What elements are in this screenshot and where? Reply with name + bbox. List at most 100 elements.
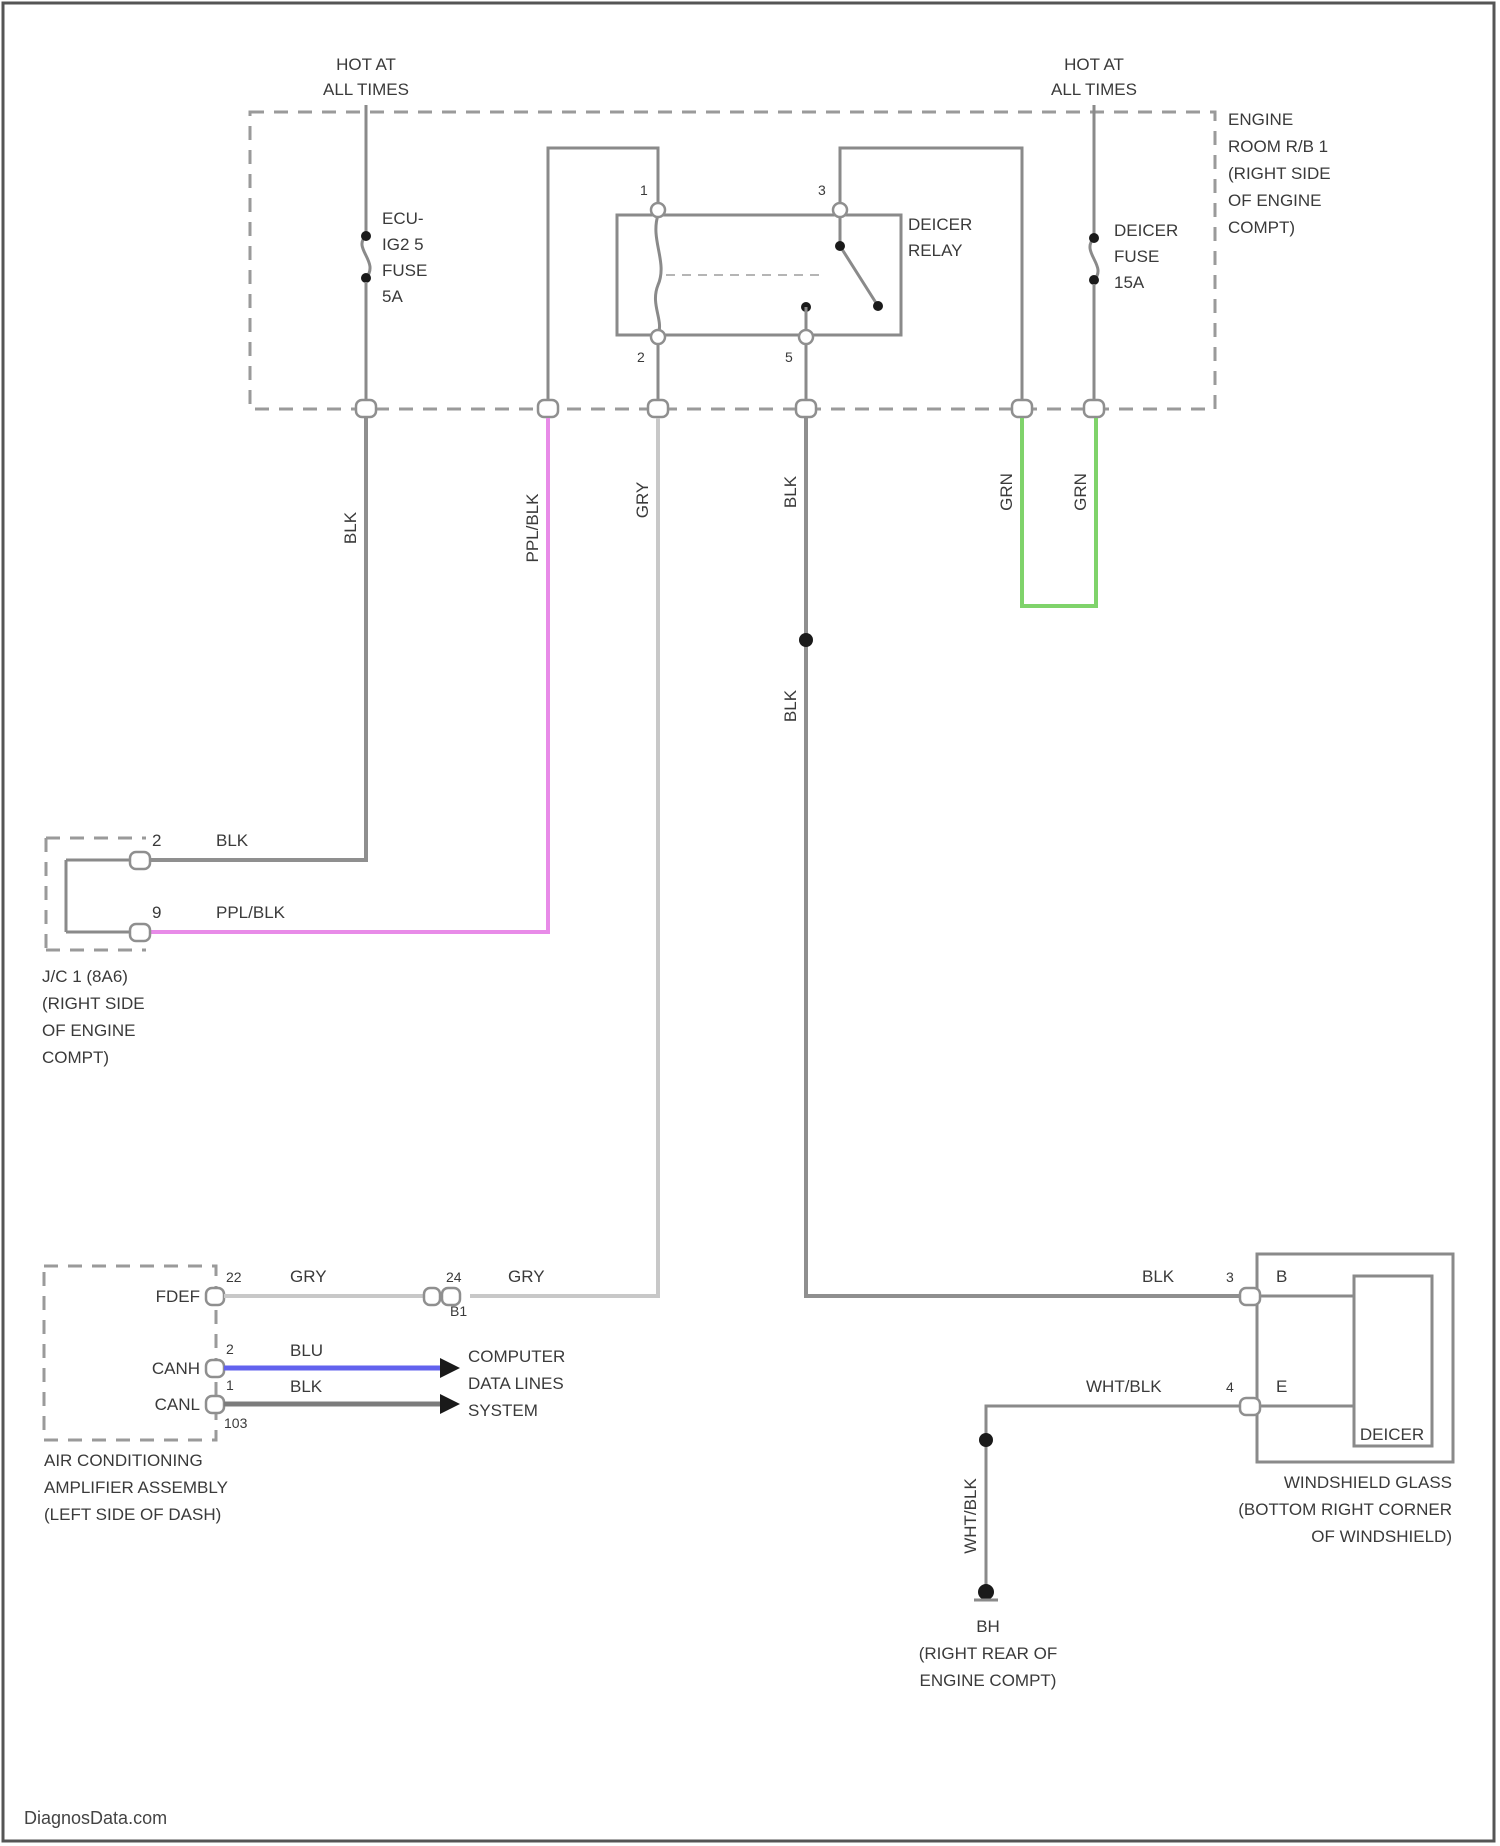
svg-text:DATA LINES: DATA LINES [468, 1374, 564, 1393]
ecu-fuse-terminal-bottom [361, 273, 371, 283]
svg-text:COMPT): COMPT) [1228, 218, 1295, 237]
hot-left-line2: ALL TIMES [323, 80, 409, 99]
svg-text:SYSTEM: SYSTEM [468, 1401, 538, 1420]
ac-connector-id: 103 [224, 1415, 248, 1431]
svg-text:(RIGHT SIDE: (RIGHT SIDE [42, 994, 145, 1013]
wire-label-ppl-blk: PPL/BLK [523, 493, 542, 563]
deicer-fuse-element [1090, 238, 1098, 280]
ground-wire-label: WHT/BLK [961, 1478, 980, 1554]
wire-label-grn-2: GRN [1071, 473, 1090, 511]
wire-label-blk-1: BLK [341, 511, 360, 544]
jc1-pin-2-conn [130, 852, 150, 869]
svg-text:ECU-: ECU- [382, 209, 424, 228]
relay-pin-3-conn [833, 203, 847, 217]
ac-pin-22-conn [206, 1288, 224, 1305]
ac-pin-2-conn [206, 1360, 224, 1377]
jc1-pin-9: 9 [152, 903, 161, 922]
deicer-leads [1258, 1296, 1354, 1406]
svg-text:ENGINE COMPT): ENGINE COMPT) [920, 1671, 1057, 1690]
ac-wire-blu: BLU [290, 1341, 323, 1360]
svg-text:5A: 5A [382, 287, 403, 306]
canh-arrow-icon [440, 1358, 460, 1378]
svg-text:ENGINE: ENGINE [1228, 110, 1293, 129]
ac-pin-1: 1 [226, 1377, 234, 1393]
ac-term-fdef: FDEF [156, 1287, 200, 1306]
ac-amplifier-label: AIR CONDITIONING AMPLIFIER ASSEMBLY (LEF… [44, 1451, 228, 1524]
svg-text:15A: 15A [1114, 273, 1145, 292]
deicer-pin-3: 3 [1226, 1269, 1234, 1285]
relay-grn-loop [840, 148, 1022, 400]
relay-switch-pivot [835, 241, 845, 251]
ground-bh-label: BH (RIGHT REAR OF ENGINE COMPT) [919, 1617, 1058, 1690]
ac-pin-2: 2 [226, 1341, 234, 1357]
engine-room-rb1-label: ENGINE ROOM R/B 1 (RIGHT SIDE OF ENGINE … [1228, 110, 1331, 237]
relay-switch-tip [873, 301, 883, 311]
deicer-relay-label: DEICER RELAY [908, 215, 972, 260]
windshield-glass-label: WINDSHIELD GLASS (BOTTOM RIGHT CORNER OF… [1238, 1473, 1452, 1546]
deicer-pin-4-conn [1240, 1398, 1260, 1415]
relay-switch-arm [840, 210, 878, 306]
ac-pin-1-conn [206, 1396, 224, 1413]
svg-text:OF ENGINE: OF ENGINE [42, 1021, 136, 1040]
svg-text:FUSE: FUSE [382, 261, 427, 280]
wire-label-blk-lower: BLK [781, 689, 800, 722]
jc1-pin-9-conn [130, 924, 150, 941]
relay-pin-2-conn [651, 330, 665, 344]
relay-pin-1: 1 [640, 182, 648, 198]
wire-ppl-blk [140, 418, 548, 932]
hot-at-all-times-right: HOT AT ALL TIMES [1051, 55, 1137, 99]
deicer-term-e: E [1276, 1377, 1287, 1396]
svg-text:(BOTTOM RIGHT CORNER: (BOTTOM RIGHT CORNER [1238, 1500, 1452, 1519]
svg-text:RELAY: RELAY [908, 241, 963, 260]
deicer-element [1354, 1276, 1432, 1446]
deicer-fuse-terminal-bottom [1089, 275, 1099, 285]
inline-conn-male [424, 1288, 440, 1305]
relay-pin-5-conn [799, 330, 813, 344]
svg-text:J/C 1 (8A6): J/C 1 (8A6) [42, 967, 128, 986]
inline-conn-pin-24: 24 [446, 1269, 462, 1285]
splice-wht-blk [979, 1433, 993, 1447]
svg-text:BH: BH [976, 1617, 1000, 1636]
hot-at-all-times-left: HOT AT ALL TIMES [323, 55, 409, 99]
rb1-edge-connectors [356, 400, 1104, 417]
diagram-frame [3, 3, 1494, 1841]
svg-text:DEICER: DEICER [908, 215, 972, 234]
hot-right-line1: HOT AT [1064, 55, 1124, 74]
wire-gry-relay [470, 418, 658, 1296]
svg-text:COMPT): COMPT) [42, 1048, 109, 1067]
jc1-pin-2: 2 [152, 831, 161, 850]
deicer-pin-3-conn [1240, 1288, 1260, 1305]
ecu-fuse-label: ECU- IG2 5 FUSE 5A [382, 209, 427, 306]
ac-wire-blk: BLK [290, 1377, 323, 1396]
canl-arrow-icon [440, 1394, 460, 1414]
wire-grn-loop [1022, 418, 1096, 606]
svg-text:FUSE: FUSE [1114, 247, 1159, 266]
deicer-pin-4: 4 [1226, 1379, 1234, 1395]
svg-text:OF ENGINE: OF ENGINE [1228, 191, 1322, 210]
wire-wht-blk [986, 1406, 1240, 1592]
deicer-wire-wht-blk: WHT/BLK [1086, 1377, 1162, 1396]
svg-text:AIR CONDITIONING: AIR CONDITIONING [44, 1451, 203, 1470]
svg-text:WINDSHIELD GLASS: WINDSHIELD GLASS [1284, 1473, 1452, 1492]
wire-label-grn-1: GRN [997, 473, 1016, 511]
svg-text:(RIGHT SIDE: (RIGHT SIDE [1228, 164, 1331, 183]
inline-conn-id-b1: B1 [450, 1303, 467, 1319]
wire-label-blk-2: BLK [781, 475, 800, 508]
hot-right-line2: ALL TIMES [1051, 80, 1137, 99]
hot-left-line1: HOT AT [336, 55, 396, 74]
ground-bh-icon [978, 1584, 994, 1600]
svg-text:OF WINDSHIELD): OF WINDSHIELD) [1311, 1527, 1452, 1546]
ac-wire-gry: GRY [290, 1267, 327, 1286]
jc1-wire-ppl-blk: PPL/BLK [216, 903, 286, 922]
svg-text:COMPUTER: COMPUTER [468, 1347, 565, 1366]
footer-watermark: DiagnosData.com [24, 1808, 167, 1828]
computer-data-lines-label: COMPUTER DATA LINES SYSTEM [468, 1347, 565, 1420]
ecu-fuse-terminal-top [361, 231, 371, 241]
relay-coil [655, 215, 661, 335]
svg-text:(LEFT SIDE OF DASH): (LEFT SIDE OF DASH) [44, 1505, 221, 1524]
wire-blk-relay [806, 418, 1244, 1296]
ac-term-canh: CANH [152, 1359, 200, 1378]
jc1-bridge-stubs [66, 860, 132, 932]
svg-text:DEICER: DEICER [1114, 221, 1178, 240]
